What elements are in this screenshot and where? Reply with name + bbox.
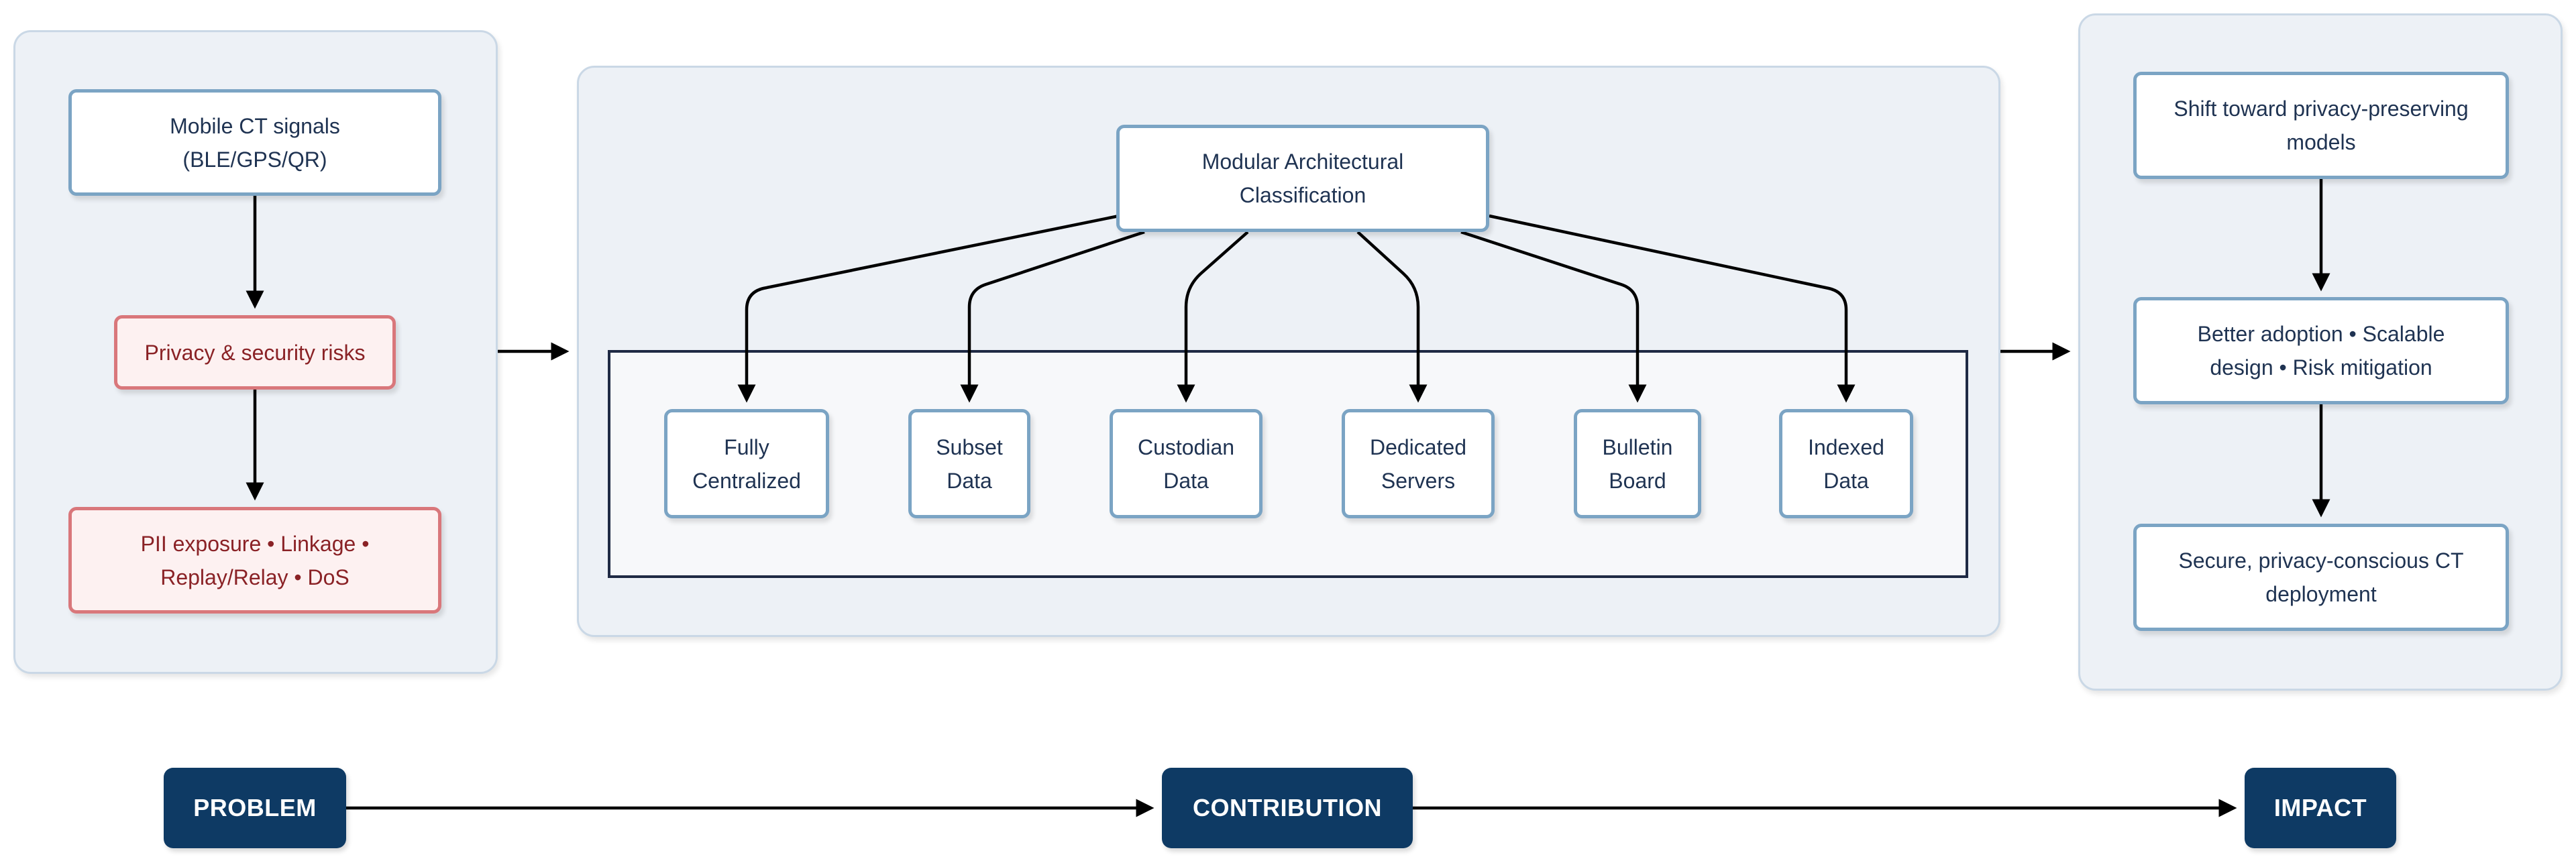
contribution-stage-badge: CONTRIBUTION bbox=[1162, 768, 1413, 848]
privacy-security-risks-node: Privacy & security risks bbox=[114, 315, 396, 390]
architecture-fully-centralized: Fully Centralized bbox=[664, 409, 829, 518]
threats-node: PII exposure • Linkage • Replay/Relay • … bbox=[68, 507, 441, 614]
architecture-dedicated-servers: Dedicated Servers bbox=[1342, 409, 1495, 518]
impact-stage-badge: IMPACT bbox=[2245, 768, 2396, 848]
shift-toward-privacy-preserving-node: Shift toward privacy-preserving models bbox=[2133, 72, 2509, 179]
modular-architectural-classification-node: Modular Architectural Classification bbox=[1116, 125, 1489, 232]
secure-deployment-node: Secure, privacy-conscious CT deployment bbox=[2133, 524, 2509, 631]
architecture-subset-data: Subset Data bbox=[908, 409, 1030, 518]
architecture-indexed-data: Indexed Data bbox=[1779, 409, 1913, 518]
architecture-bulletin-board: Bulletin Board bbox=[1574, 409, 1701, 518]
mobile-ct-signals-node: Mobile CT signals (BLE/GPS/QR) bbox=[68, 89, 441, 196]
problem-stage-badge: PROBLEM bbox=[164, 768, 346, 848]
architecture-custodian-data: Custodian Data bbox=[1110, 409, 1263, 518]
better-adoption-node: Better adoption • Scalable design • Risk… bbox=[2133, 297, 2509, 404]
